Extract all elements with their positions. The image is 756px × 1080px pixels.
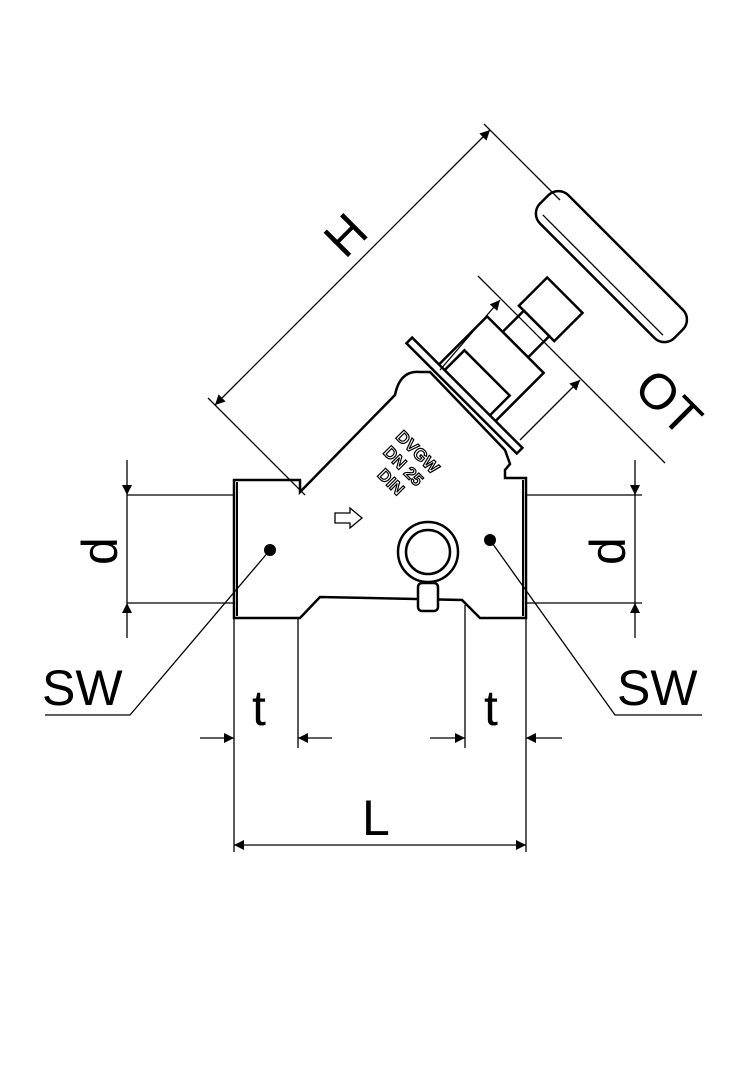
- svg-text:OT: OT: [624, 358, 713, 447]
- dimension-t-left: t: [200, 618, 332, 852]
- svg-text:H: H: [313, 203, 378, 268]
- svg-text:t: t: [484, 680, 498, 736]
- svg-text:d: d: [72, 537, 128, 565]
- test-port: [396, 520, 460, 613]
- leader-sw-left: SW: [42, 549, 271, 716]
- dimension-l: L: [234, 790, 526, 850]
- svg-text:SW: SW: [42, 660, 123, 716]
- dimension-d-right: d: [526, 460, 642, 638]
- dimension-d-left: d: [72, 460, 234, 638]
- leader-sw-right: SW: [489, 539, 702, 716]
- svg-text:d: d: [580, 537, 636, 565]
- handwheel: [534, 189, 689, 344]
- svg-text:L: L: [362, 790, 390, 846]
- svg-text:t: t: [252, 680, 266, 736]
- flow-arrow-icon: [334, 506, 364, 530]
- dimension-t-right: t: [430, 605, 562, 852]
- svg-text:SW: SW: [617, 660, 698, 716]
